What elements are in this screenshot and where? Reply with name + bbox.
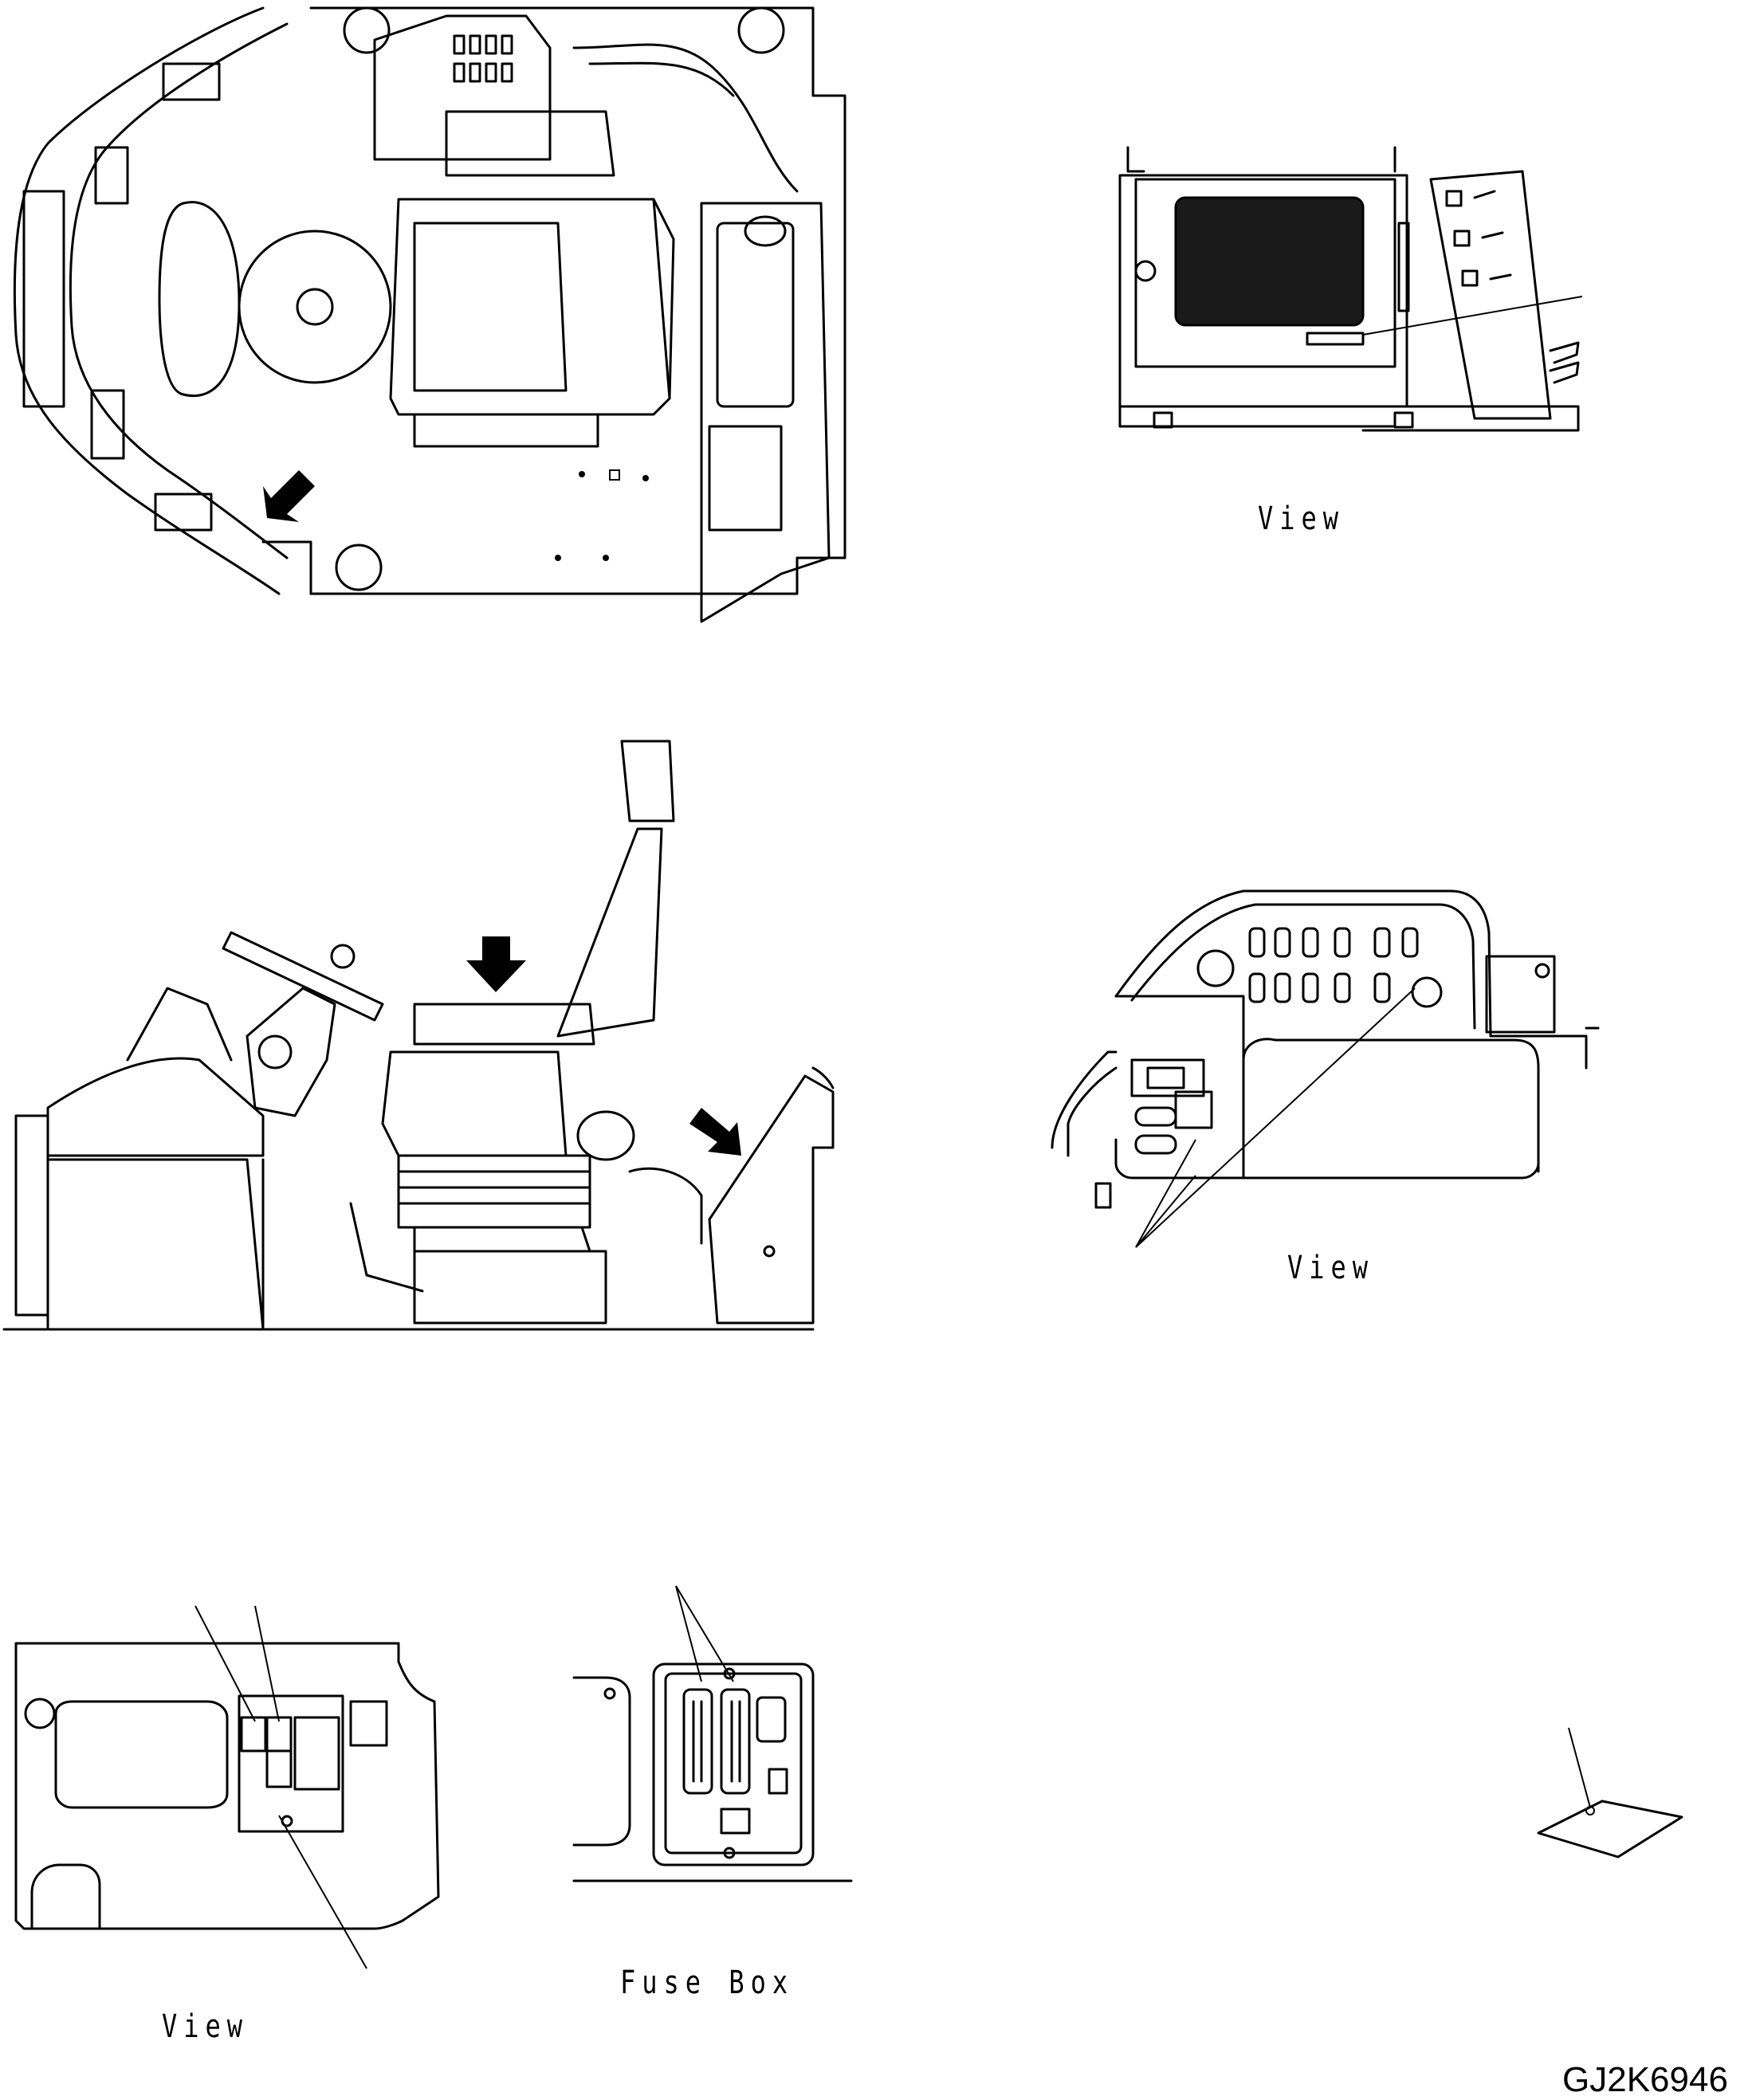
leader-line — [1135, 1139, 1196, 1248]
caption-view-bottom-left: View — [162, 2008, 249, 2045]
leader-line — [254, 1605, 280, 1722]
cab-plan-view — [13, 6, 847, 623]
fuse-box-view — [572, 1585, 853, 1882]
tag-view — [1537, 1727, 1683, 1859]
panel-view — [14, 1605, 440, 1969]
leader-line — [1362, 296, 1583, 336]
drawing-number: GJ2K6946 — [1562, 2060, 1728, 2099]
caption-view-top-right: View — [1258, 500, 1345, 537]
leader-line — [1135, 1175, 1196, 1248]
switch-cluster-top — [453, 34, 513, 83]
caption-fuse-box: Fuse Box — [620, 1965, 795, 2001]
leader-line — [1135, 987, 1416, 1248]
direction-arrow-3 — [689, 1108, 741, 1156]
console-view — [1051, 889, 1600, 1248]
direction-arrow-2 — [466, 936, 526, 992]
direction-arrow-1 — [263, 470, 315, 522]
leader-line — [1568, 1727, 1591, 1808]
console-switch-grid — [1248, 927, 1419, 1003]
floor-fasteners — [555, 469, 649, 561]
leader-line — [675, 1585, 702, 1682]
cab-side-view — [2, 740, 835, 1331]
cover-view — [1118, 146, 1583, 432]
leader-line — [675, 1585, 734, 1682]
leader-line — [278, 1815, 367, 1969]
caption-view-middle-right: View — [1287, 1250, 1375, 1286]
leader-line — [194, 1605, 256, 1722]
